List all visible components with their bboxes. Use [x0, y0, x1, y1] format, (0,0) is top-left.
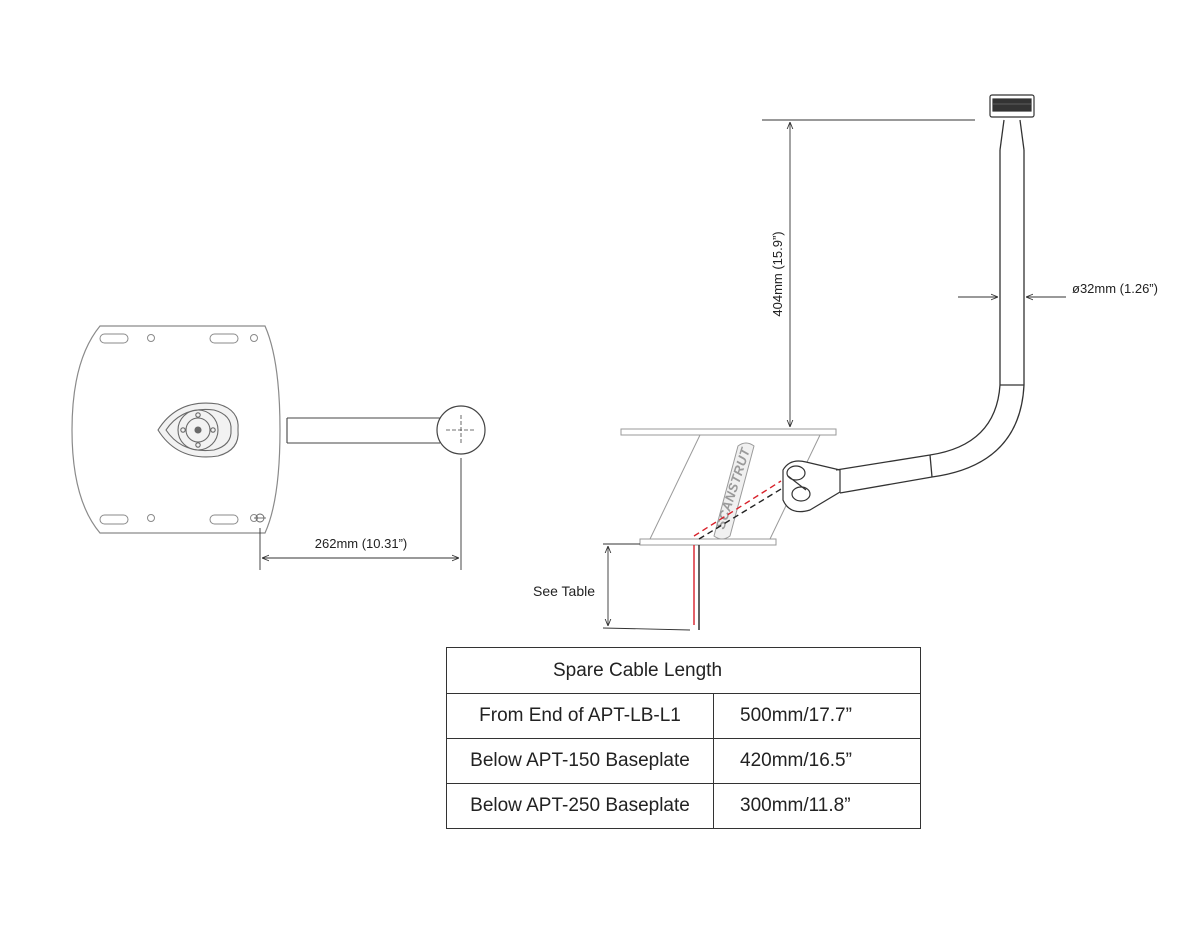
- table-row: From End of APT-LB-L1 500mm/17.7”: [446, 693, 921, 739]
- tube-diameter-label: ø32mm (1.26”): [1072, 281, 1158, 296]
- spare-cable-length-table: Spare Cable Length From End of APT-LB-L1…: [446, 647, 921, 829]
- cable-length-dimension: [602, 543, 691, 631]
- base-offset-dimension: [259, 458, 462, 570]
- base-offset-label: 262mm (10.31”): [315, 536, 407, 551]
- reference-mark: [254, 513, 266, 523]
- table-title-row: Spare Cable Length: [446, 647, 921, 694]
- baseplate-boss: [157, 402, 239, 458]
- row-label: Below APT-150 Baseplate: [446, 738, 714, 784]
- scanstrut-logo-block: SCANSTRUT: [713, 442, 755, 540]
- row-value: 420mm/16.5”: [713, 738, 921, 784]
- baseplate-holes: [99, 333, 258, 525]
- table-row: Below APT-250 Baseplate 300mm/11.8”: [446, 783, 921, 829]
- table-row: Below APT-150 Baseplate 420mm/16.5”: [446, 738, 921, 784]
- side-view: SCANSTRUT: [533, 94, 1158, 631]
- top-view-arm: [286, 417, 440, 444]
- row-label: Below APT-250 Baseplate: [446, 783, 714, 829]
- mast-height-label: 404mm (15.9”): [770, 231, 785, 316]
- baseplate-outline: [71, 325, 281, 534]
- hinge-fitting: [782, 460, 841, 513]
- mast-end-cap: [436, 405, 486, 455]
- row-label: From End of APT-LB-L1: [446, 693, 714, 739]
- see-table-label: See Table: [533, 583, 595, 599]
- mast-tube: [835, 119, 1025, 494]
- top-view: 262mm (10.31”): [71, 325, 486, 570]
- cables: [693, 480, 787, 630]
- table-title: Spare Cable Length: [446, 647, 921, 694]
- row-value: 300mm/11.8”: [713, 783, 921, 829]
- row-value: 500mm/17.7”: [713, 693, 921, 739]
- mast-height-dimension: [762, 119, 975, 427]
- antenna-cap: [989, 94, 1035, 118]
